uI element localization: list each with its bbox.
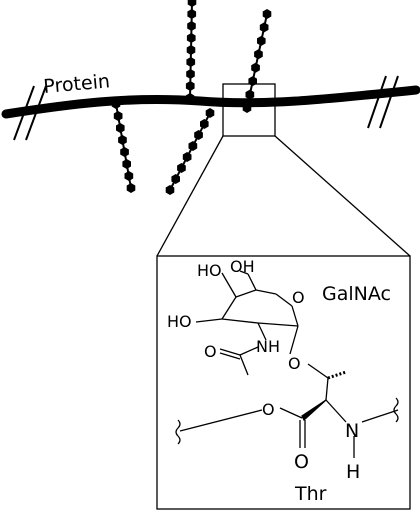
- carbonyl-oxygen-label: O: [294, 451, 309, 473]
- sugar-residue-hexagon: [254, 49, 263, 60]
- sugar-residue-hexagon: [185, 81, 195, 91]
- amide-nitrogen-label: N: [345, 420, 359, 442]
- amide-hydrogen-label: H: [346, 461, 360, 483]
- sugar-residue-hexagon: [187, 21, 196, 31]
- sugar-residue-hexagon: [242, 103, 252, 113]
- glycan-chain-4: [242, 9, 272, 113]
- glycan-chain-3: [165, 108, 215, 195]
- sugar-residue-hexagon: [194, 130, 203, 140]
- sugar-residue-hexagon: [177, 163, 186, 173]
- right-break-marks: [367, 75, 399, 129]
- protein-backbone: [1, 85, 420, 119]
- zoom-connector-left: [156, 135, 224, 257]
- sugar-residue-hexagon: [124, 171, 134, 181]
- acetyl-oxygen-label: O: [204, 342, 217, 361]
- sugar-residue-hexagon: [185, 93, 195, 103]
- sugar-residue-hexagon: [205, 108, 215, 118]
- sugar-residue-hexagon: [186, 69, 195, 79]
- ring-oxygen-label: O: [292, 288, 305, 307]
- sugar-residue-hexagon: [251, 62, 260, 73]
- sugar-residue-hexagon: [165, 185, 175, 195]
- thr-label: Thr: [294, 483, 327, 505]
- left-break-marks: [13, 85, 47, 141]
- glycosidic-oxygen-label: O: [288, 354, 301, 373]
- ester-oxygen-label: O: [262, 400, 275, 419]
- sugar-residue-hexagon: [120, 147, 129, 157]
- sugar-residue-hexagon: [182, 152, 192, 162]
- sugar-residue-hexagon: [116, 123, 125, 133]
- sugar-residue-hexagon: [113, 111, 123, 121]
- sugar-residue-hexagon: [200, 119, 209, 129]
- inset-right-wavy-break: [393, 397, 399, 423]
- sugar-residue-hexagon: [111, 99, 121, 109]
- sugar-residue-hexagon: [259, 22, 269, 33]
- zoom-connector-right: [274, 135, 411, 257]
- ho-label-left: HO: [167, 312, 192, 331]
- oh-label-top-left: HO: [197, 261, 222, 280]
- sugar-residue-hexagon: [262, 9, 272, 19]
- galnac-label: GalNAc: [322, 283, 391, 305]
- sugar-residue-hexagon: [187, 0, 197, 7]
- inset-left-wavy-break: [175, 419, 181, 445]
- sugar-residue-hexagon: [186, 57, 196, 67]
- glycan-chain-2: [185, 0, 197, 103]
- sugar-residue-hexagon: [118, 135, 127, 145]
- sugar-residue-hexagon: [257, 35, 266, 46]
- glycan-chain-1: [111, 99, 136, 193]
- galnac-structure: [179, 270, 399, 458]
- sugar-residue-hexagon: [188, 141, 198, 151]
- sugar-residue-hexagon: [187, 9, 197, 19]
- sugar-residue-hexagon: [122, 159, 131, 169]
- sugar-residue-hexagon: [186, 33, 196, 43]
- protein-label: Protein: [43, 70, 111, 98]
- oh-label-top-right: OH: [230, 257, 255, 276]
- sugar-residue-hexagon: [171, 174, 180, 184]
- sugar-residue-hexagon: [126, 183, 136, 193]
- zoom-source-box: [222, 83, 276, 137]
- inset-panel: [156, 255, 411, 510]
- sugar-residue-hexagon: [186, 45, 196, 55]
- sugar-residue-hexagon: [245, 89, 255, 100]
- nh-label: NH: [256, 337, 280, 356]
